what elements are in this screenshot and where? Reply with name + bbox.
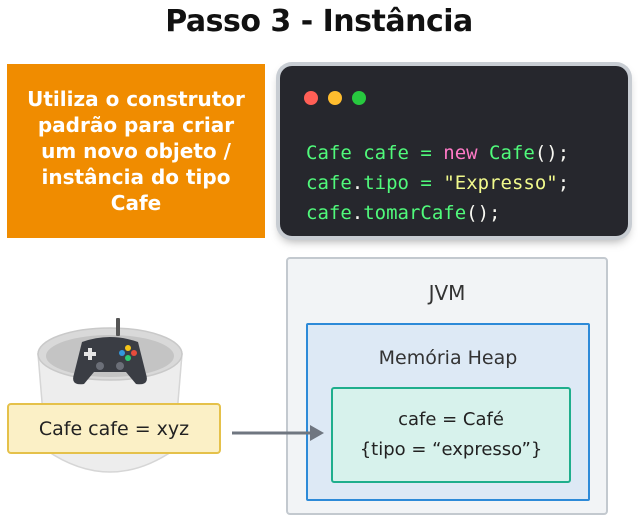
arrow-right-icon [232, 425, 324, 441]
code-token: "Expresso" [443, 172, 558, 194]
code-token: cafe [306, 202, 352, 224]
code-token: ; [557, 172, 570, 194]
reference-variable-box: Cafe cafe = xyz [7, 403, 221, 454]
description-box: Utiliza o construtor padrão para criar u… [7, 64, 265, 238]
code-token: Cafe [477, 142, 535, 164]
object-line-2: {tipo = “expresso”} [359, 439, 543, 460]
object-instance-box: cafe = Café {tipo = “expresso”} [331, 387, 571, 483]
code-token: Cafe cafe = [306, 142, 444, 164]
code-window: Cafe cafe = new Cafe();cafe.tipo = "Expr… [280, 66, 628, 236]
object-line-1: cafe = Café [398, 409, 504, 430]
code-token: . [351, 202, 364, 224]
code-line: cafe.tomarCafe(); [306, 198, 569, 228]
window-close-dot [304, 91, 318, 105]
jvm-label: JVM [428, 281, 466, 305]
code-token: tipo [363, 172, 409, 194]
code-token: new [443, 142, 478, 164]
page-title: Passo 3 - Instância [165, 4, 473, 39]
code-token: cafe [306, 172, 352, 194]
code-token: (); [466, 202, 501, 224]
code-line: cafe.tipo = "Expresso"; [306, 168, 569, 198]
code-token: tomarCafe [363, 202, 467, 224]
window-maximize-dot [352, 91, 366, 105]
code-block: Cafe cafe = new Cafe();cafe.tipo = "Expr… [306, 138, 569, 228]
code-line: Cafe cafe = new Cafe(); [306, 138, 569, 168]
heap-label: Memória Heap [378, 347, 518, 369]
description-text: Utiliza o construtor padrão para criar u… [27, 87, 245, 215]
code-token: . [351, 172, 364, 194]
code-token: = [408, 172, 444, 194]
remote-control-cup-icon [37, 318, 183, 473]
code-token: (); [534, 142, 570, 164]
window-minimize-dot [328, 91, 342, 105]
